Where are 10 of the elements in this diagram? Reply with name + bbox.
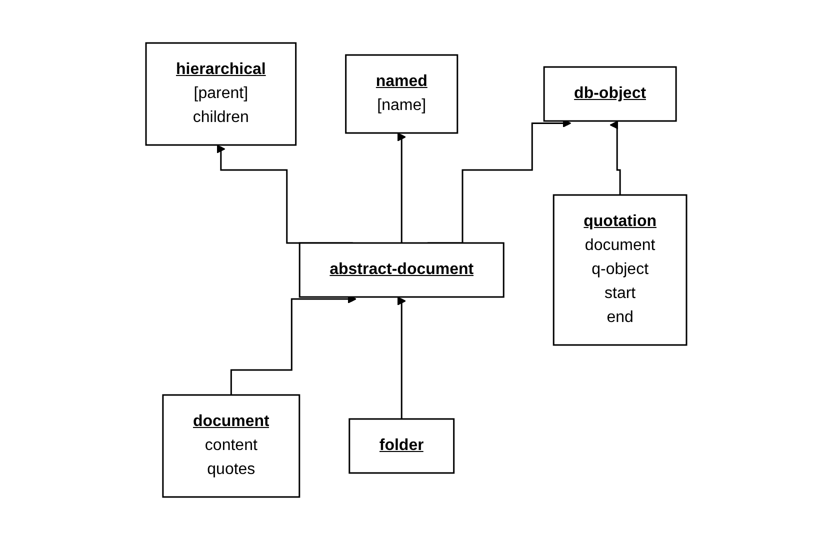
arrow	[396, 132, 406, 244]
arrow	[396, 296, 406, 420]
node-box: document content quotes	[162, 394, 300, 498]
node-box: abstract-document	[298, 242, 504, 298]
node-box: named [name]	[344, 54, 458, 134]
node-box: quotation document q-object start end	[552, 194, 687, 346]
node-box: db-object	[543, 66, 677, 122]
arrow	[609, 120, 621, 196]
node-box: folder	[348, 418, 454, 474]
node-box: hierarchical [parent] children	[145, 42, 296, 146]
